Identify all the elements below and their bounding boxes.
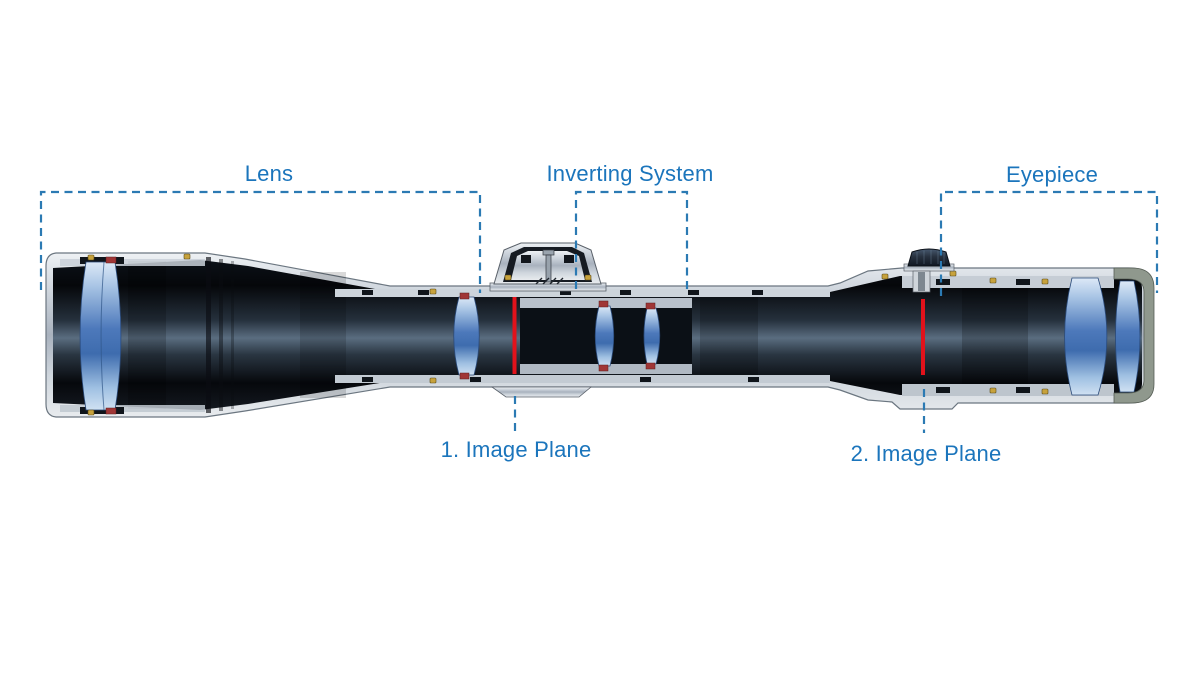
bottom-lens-carriage xyxy=(490,386,593,398)
cutaway-detail-ticks xyxy=(80,257,1030,414)
label-lens: Lens xyxy=(244,161,294,186)
erector-lenses xyxy=(594,305,661,367)
inverting-system-bracket xyxy=(574,190,689,293)
eyepiece-lens-group xyxy=(1064,277,1141,396)
image-plane-lines xyxy=(512,297,925,375)
annotation-brackets xyxy=(39,190,1159,433)
lens-mount-details xyxy=(105,256,656,415)
label-eyepiece: Eyepiece xyxy=(1005,162,1099,187)
elevation-turret xyxy=(489,242,607,292)
lens-bracket xyxy=(39,190,482,293)
bell-joint-rings xyxy=(206,257,234,413)
image-plane-2-line xyxy=(921,299,925,375)
rear-adjustment-knob xyxy=(903,248,955,293)
eyepiece-rim xyxy=(1113,267,1155,404)
focus-lens xyxy=(453,296,480,376)
scope-body xyxy=(45,242,1155,418)
label-image-plane-2: 2. Image Plane xyxy=(850,441,1002,466)
objective-lens-group xyxy=(79,261,122,411)
image-plane-1-line xyxy=(512,297,517,374)
label-inverting-system: Inverting System xyxy=(546,161,714,186)
label-image-plane-1: 1. Image Plane xyxy=(440,437,592,462)
eyepiece-bracket xyxy=(939,190,1159,296)
